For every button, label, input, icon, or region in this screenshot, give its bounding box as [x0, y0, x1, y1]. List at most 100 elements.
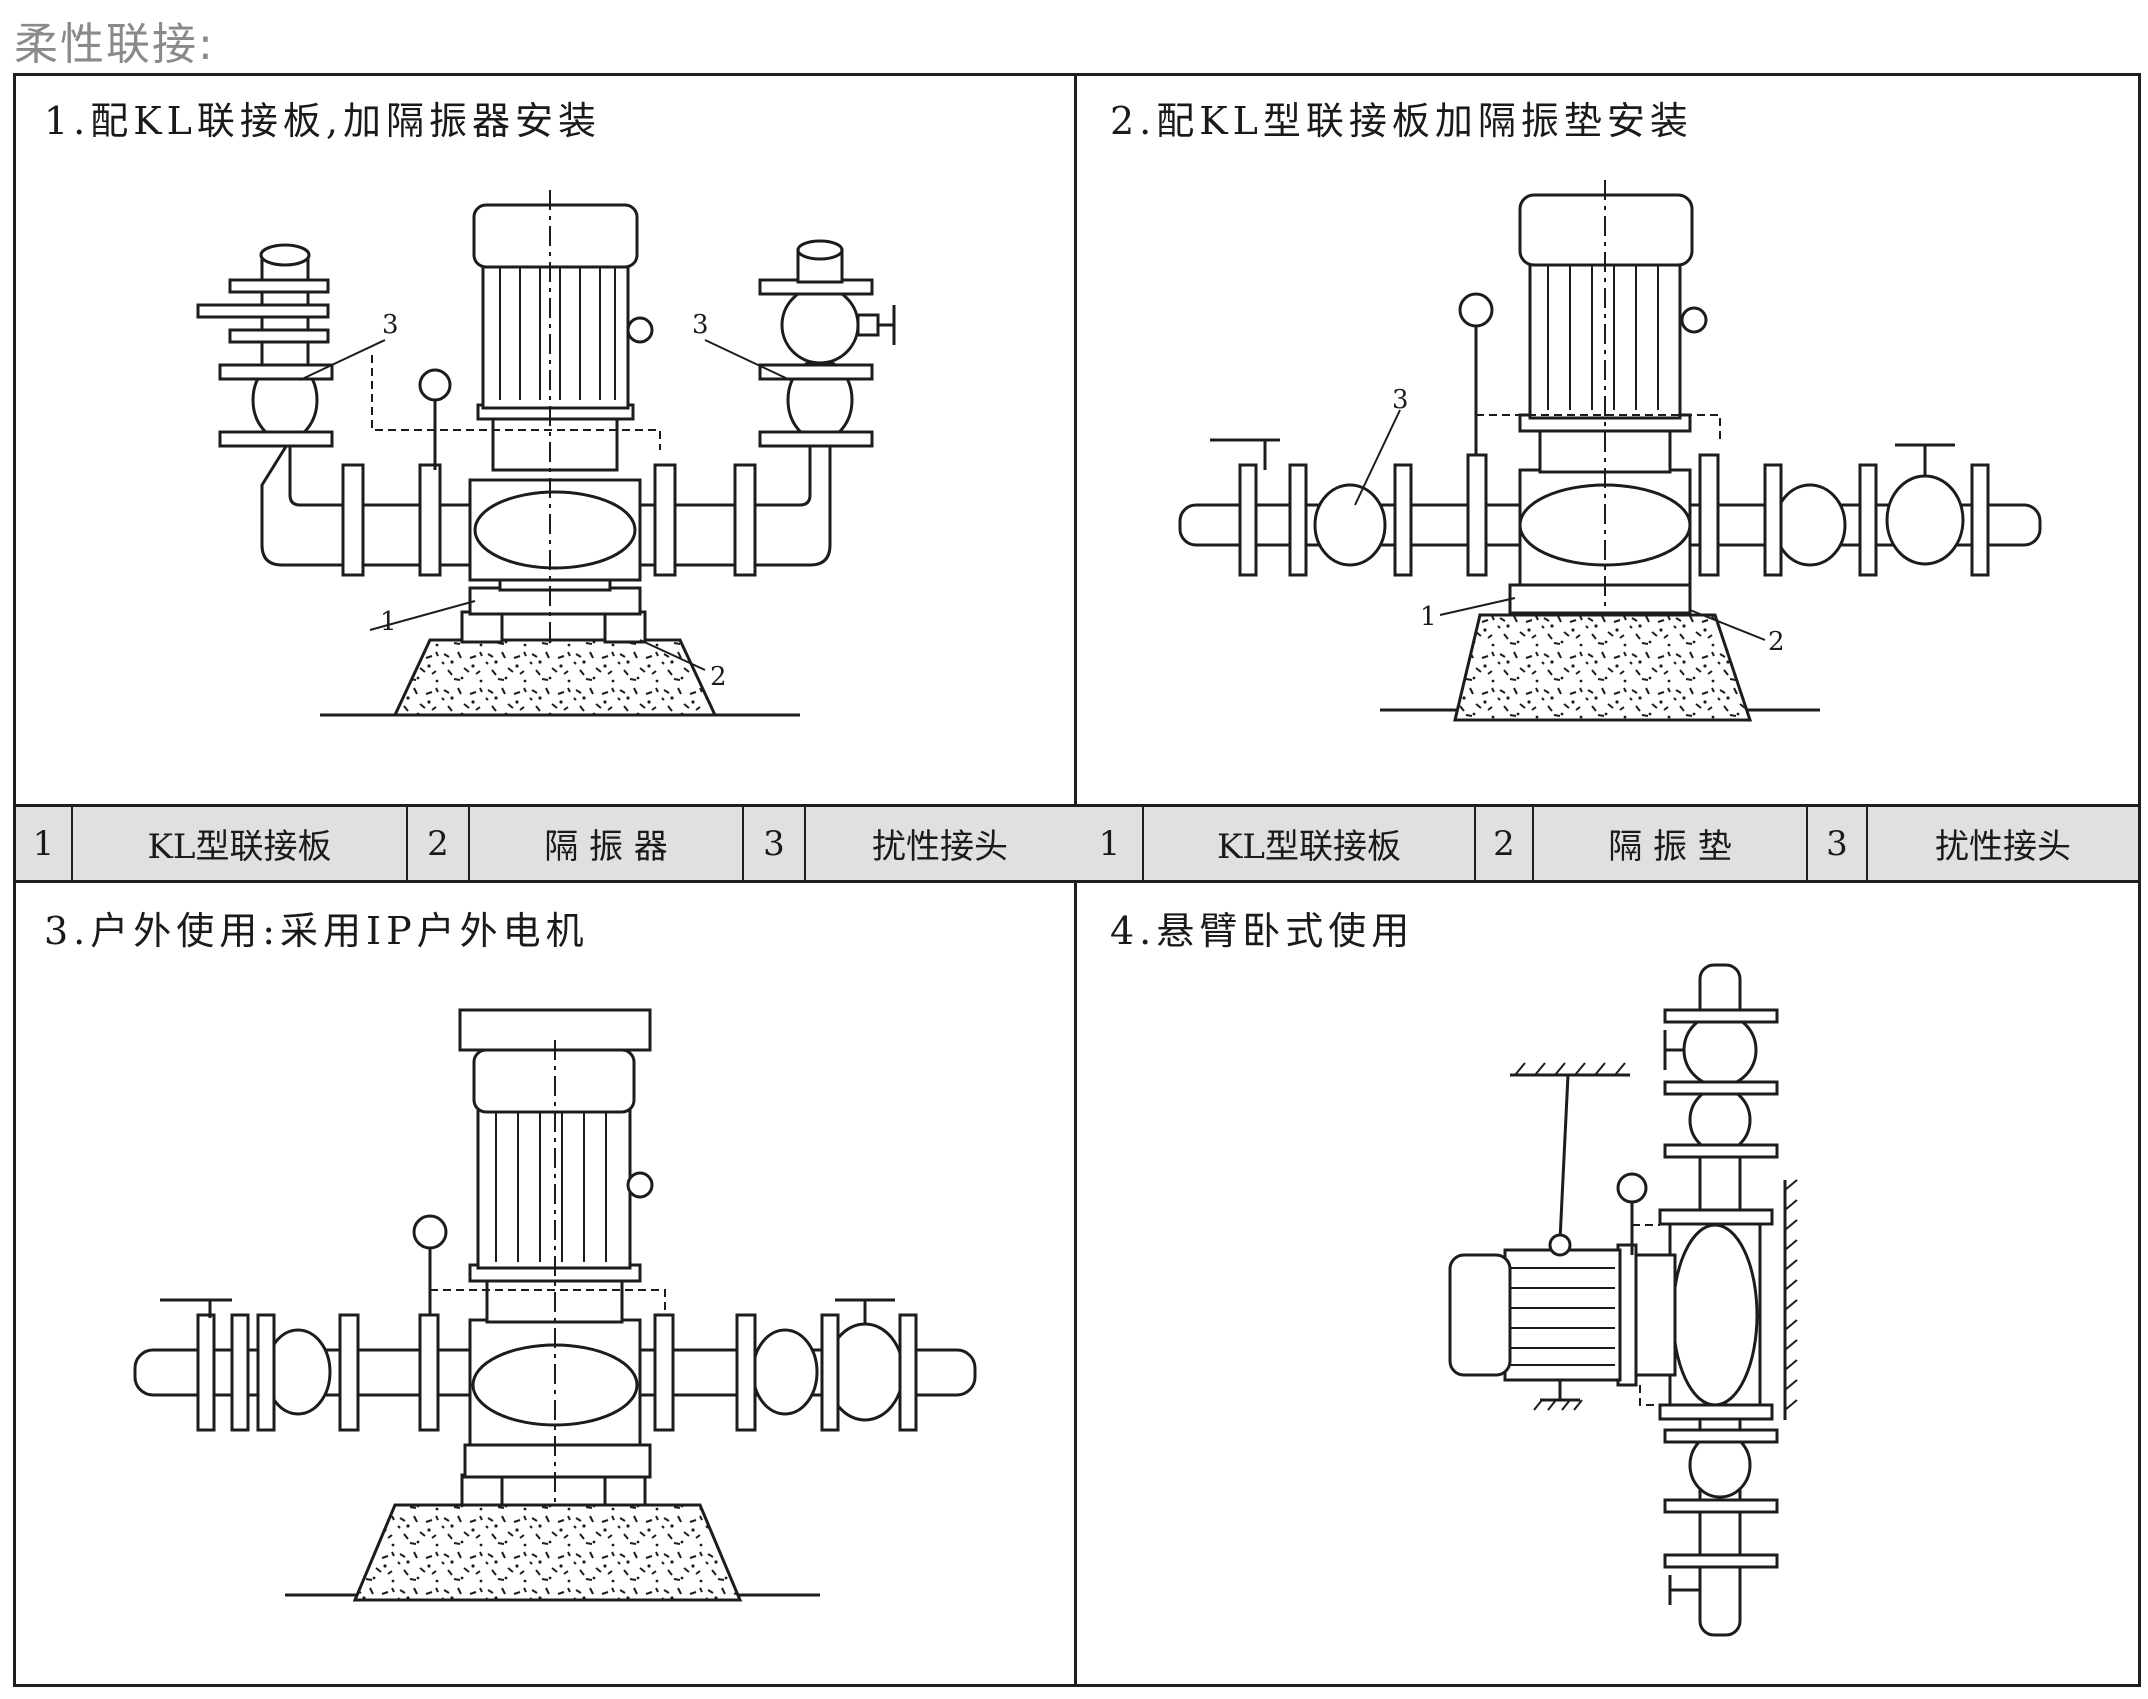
- flexible-joint: [264, 1328, 332, 1416]
- legend-right-no-2: 2: [1493, 823, 1515, 864]
- kl-connection-plate: [463, 1443, 652, 1479]
- legend-right-no-1: 1: [1098, 823, 1121, 864]
- legend-left-name-3: 扰性接头: [872, 827, 1008, 867]
- flange: [228, 328, 330, 344]
- legend-separator: [1866, 804, 1868, 883]
- valve-body: [780, 285, 860, 365]
- callout-1: 1: [1420, 602, 1437, 632]
- isolator-right: [603, 1473, 647, 1507]
- legend-band: [16, 804, 2138, 883]
- flange: [418, 463, 442, 577]
- motor-adapter: [491, 413, 619, 472]
- lifting-eye: [1548, 1233, 1572, 1257]
- legend-separator: [468, 804, 470, 883]
- flexible-joint: [751, 1328, 819, 1416]
- pressure-gauge: [418, 368, 452, 402]
- legend-separator: [1806, 804, 1808, 883]
- legend-top-rule: [13, 804, 2141, 807]
- motor-cap: [472, 203, 639, 269]
- valve-body: [1682, 1012, 1758, 1088]
- callout-2: 2: [710, 662, 727, 692]
- flange: [735, 1313, 757, 1432]
- bypass-line: [430, 1289, 666, 1310]
- panel-4-drawing: [1448, 963, 1798, 1637]
- valve-body: [1885, 474, 1965, 566]
- flange: [1663, 1553, 1779, 1569]
- callout-1: 1: [380, 607, 397, 637]
- kl-connection-plate: [468, 586, 642, 616]
- pump-volute: [473, 490, 637, 570]
- motor-cap: [1448, 1253, 1512, 1377]
- isolator-left: [460, 1473, 504, 1507]
- panel-3-drawing: [133, 1008, 977, 1602]
- left-pipe-elbow: [260, 434, 482, 567]
- callout-3: 3: [1392, 385, 1409, 415]
- page-title: 柔性联接:: [14, 19, 215, 70]
- panel-3-title: 3.户外使用:采用IP户外电机: [44, 909, 589, 953]
- flange: [1858, 463, 1878, 577]
- flexible-joint: [1773, 483, 1847, 567]
- legend-separator: [1532, 804, 1534, 883]
- flange: [1288, 463, 1308, 577]
- pressure-gauge: [1458, 292, 1494, 328]
- center-divider-bottom: [1074, 880, 1077, 1687]
- panel-1-title: 1.配KL联接板,加隔振器安装: [44, 99, 601, 143]
- flange: [1663, 1428, 1779, 1444]
- flange: [1658, 1208, 1774, 1226]
- hanger-rod: [1558, 1074, 1570, 1241]
- legend-left-no-1: 1: [32, 823, 55, 864]
- callout-2: 2: [1768, 627, 1785, 657]
- flange: [218, 430, 334, 448]
- legend-left-name-2: 隔 振 器: [544, 827, 668, 867]
- panel-2-title: 2.配KL型联接板加隔振垫安装: [1110, 99, 1693, 143]
- flange: [230, 1313, 250, 1432]
- flange: [733, 463, 757, 577]
- panel-4-title: 4.悬臂卧式使用: [1110, 909, 1415, 953]
- legend-right-name-2: 隔 振 垫: [1608, 827, 1732, 867]
- flange: [418, 1313, 440, 1432]
- right-pipe-elbow: [618, 438, 832, 567]
- isolator-right: [603, 610, 647, 644]
- callout-3-left: 3: [382, 310, 399, 340]
- legend-separator: [1474, 804, 1476, 883]
- flange: [196, 303, 330, 319]
- pressure-gauge: [412, 1214, 448, 1250]
- flange: [898, 1313, 918, 1432]
- flexible-joint: [1313, 483, 1387, 567]
- isolation-pad: [1508, 583, 1692, 615]
- flange: [1663, 1498, 1779, 1514]
- panel-1-drawing: 3 3 1 2: [196, 190, 896, 717]
- legend-right-no-3: 3: [1826, 823, 1848, 864]
- flange: [1970, 463, 1990, 577]
- junction-box: [626, 316, 654, 344]
- legend-left-no-3: 3: [763, 823, 785, 864]
- center-divider-top: [1074, 73, 1077, 807]
- flexible-joint: [1688, 1086, 1752, 1154]
- legend-separator: [742, 804, 744, 883]
- legend-right-name-1: KL型联接板: [1217, 827, 1401, 867]
- bypass-line: [1639, 1385, 1668, 1406]
- flange: [653, 1313, 675, 1432]
- flange: [820, 1313, 840, 1432]
- pipe-end: [259, 243, 311, 267]
- junction-box: [626, 1171, 654, 1199]
- junction-box: [1680, 306, 1708, 334]
- flange: [341, 463, 365, 577]
- legend-right-name-3: 扰性接头: [1935, 827, 2071, 867]
- pump-volute: [1671, 1223, 1759, 1407]
- flange: [1663, 1080, 1779, 1096]
- legend-separator: [406, 804, 408, 883]
- legend-left-no-2: 2: [427, 823, 449, 864]
- motor-adapter: [1633, 1253, 1677, 1377]
- isolator-left: [460, 610, 504, 644]
- flange: [1238, 463, 1258, 577]
- flange: [1763, 463, 1783, 577]
- concrete-foundation: [352, 1503, 743, 1602]
- flange: [1466, 453, 1488, 577]
- flange: [1663, 1143, 1779, 1159]
- legend-bottom-rule: [13, 880, 2141, 883]
- flange: [256, 1313, 276, 1432]
- flange: [653, 463, 677, 577]
- valve-stem: [856, 313, 880, 337]
